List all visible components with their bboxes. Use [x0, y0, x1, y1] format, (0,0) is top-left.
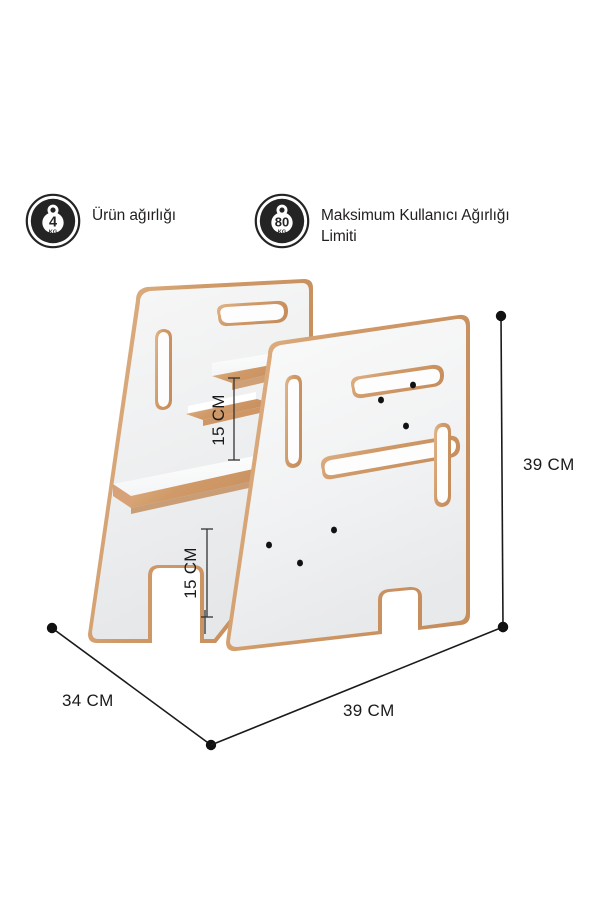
dimension-width: 39 CM: [210, 621, 509, 746]
dimension-total-height: 39 CM: [495, 310, 575, 633]
weight-kettlebell-icon: 4 KG: [25, 193, 81, 249]
left-panel-handle-slot: [217, 300, 288, 327]
spec-label-product-weight: Ürün ağırlığı: [92, 207, 176, 224]
right-panel-handle-slot: [351, 364, 444, 399]
dimension-label-depth: 34 CM: [62, 691, 114, 710]
badge-unit: KG: [49, 229, 57, 235]
right-panel-left-vertical-slot: [285, 374, 302, 468]
spec-label-max-user-weight: Maksimum Kullanıcı Ağırlığı Limiti: [321, 207, 510, 245]
dimension-seat-height: 15 CM: [209, 377, 240, 461]
spec-item-max-user-weight: 80 KG Maksimum Kullanıcı Ağırlığı Limiti: [254, 193, 510, 249]
badge-value: 4: [49, 215, 57, 231]
right-side-panel: [226, 314, 470, 652]
badge-value: 80: [275, 215, 289, 230]
dimension-endpoint-dot: [497, 621, 509, 633]
dimension-label-width: 39 CM: [343, 701, 395, 720]
dimension-step-height: 15 CM: [181, 528, 213, 618]
right-panel-diagonal-slot: [320, 435, 461, 480]
dimension-endpoint-dot: [46, 622, 58, 634]
dimension-label-seat-height: 15 CM: [209, 394, 228, 446]
right-panel-right-vertical-slot: [434, 422, 451, 507]
spec-item-product-weight: 4 KG Ürün ağırlığı: [25, 193, 176, 249]
dimension-label-total-height: 39 CM: [523, 455, 575, 474]
specs-row: 4 KG Ürün ağırlığı 80 KG Maksimum Kullan…: [0, 193, 601, 263]
dimension-endpoint-dot: [495, 310, 507, 322]
badge-unit: KG: [278, 229, 286, 235]
dimension-depth: 34 CM: [46, 622, 217, 751]
left-panel-vertical-slot: [155, 329, 172, 410]
dimension-label-step-height: 15 CM: [181, 547, 200, 599]
back-rail: [186, 392, 273, 426]
weight-kettlebell-icon: 80 KG: [254, 193, 310, 249]
screw-holes: [266, 381, 416, 567]
